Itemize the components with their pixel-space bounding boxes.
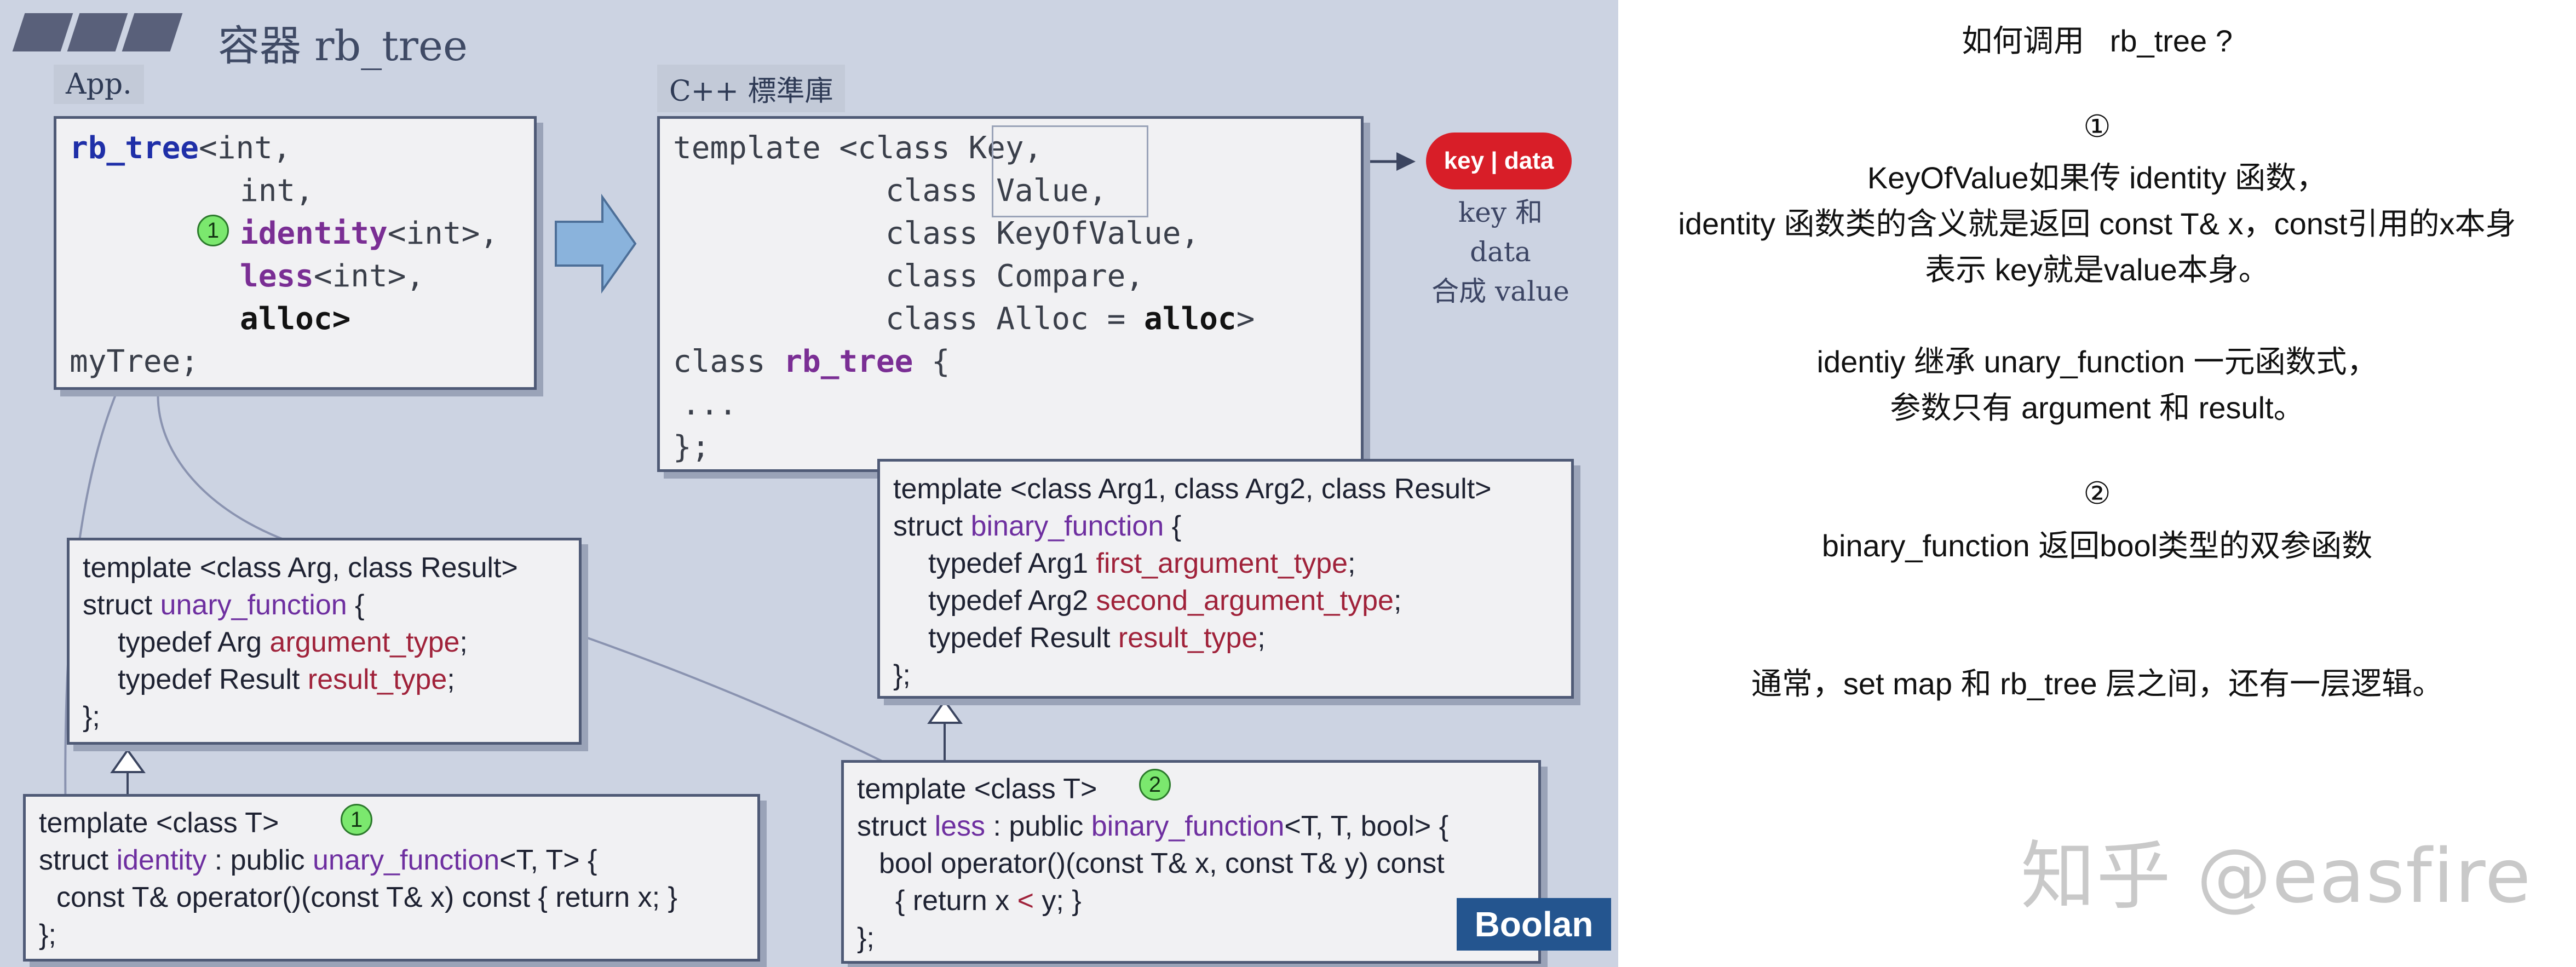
key-arrow-head-icon <box>1396 152 1416 171</box>
lib-line-7: ... <box>682 387 738 422</box>
identity-line-3: const T& operator()(const T& x) const { … <box>56 882 677 913</box>
zhihu-watermark: 知乎 @easfire <box>2021 833 2532 920</box>
app-tag: App. <box>54 65 144 104</box>
notes-para-6: binary_function 返回bool类型的双参函数 <box>1821 528 2373 563</box>
notes-para-2: identity 函数类的含义就是返回 const T& x，const引用的x… <box>1678 206 2516 241</box>
notes-para-5: 参数只有 argument 和 result。 <box>1890 390 2304 425</box>
less-box: template <class T> struct less : public … <box>841 760 1541 964</box>
less-line-1: template <class T> <box>857 773 1097 805</box>
notes-para-3: 表示 key就是value本身。 <box>1925 252 2269 287</box>
binary-line-3: typedef Arg1 first_argument_type; <box>928 548 1356 579</box>
notes-marker-2: ② <box>2083 476 2111 510</box>
unary-function-box: template <class Arg, class Result> struc… <box>67 538 582 745</box>
binary-line-5: typedef Result result_type; <box>928 622 1266 654</box>
app-line-2: int, <box>240 173 314 209</box>
slide-title: 容器 rb_tree <box>218 21 468 70</box>
app-line-4: less<int>, <box>240 258 425 294</box>
binary-line-4: typedef Arg2 second_argument_type; <box>928 585 1402 617</box>
key-data-note: key 和 data 合成 value <box>1431 197 1569 307</box>
notes-marker-1: ① <box>2083 109 2111 143</box>
unary-line-5: }; <box>83 701 100 733</box>
app-line-3: identity<int>, <box>240 216 499 251</box>
big-arrow-icon <box>555 193 637 294</box>
binary-line-1: template <class Arg1, class Arg2, class … <box>893 473 1492 505</box>
identity-line-4: }; <box>39 919 56 951</box>
unary-line-4: typedef Result result_type; <box>118 664 455 695</box>
app-code-box: rb_tree<int, int, identity<int>, less<in… <box>54 116 537 390</box>
marker-1-identity: 1 <box>341 804 372 836</box>
unary-line-1: template <class Arg, class Result> <box>83 552 518 584</box>
key-value-highlight <box>992 125 1148 217</box>
boolan-logo: Boolan <box>1457 898 1611 951</box>
lib-line-2: class Value, <box>886 173 1107 209</box>
identity-line-1: template <class T> <box>39 807 279 839</box>
less-line-4: { return x < y; } <box>895 885 1082 917</box>
binary-line-2: struct binary_function { <box>893 510 1182 542</box>
inherit-arrow-unary-icon <box>110 748 146 801</box>
marker-1-app: 1 <box>197 215 229 246</box>
binary-line-6: }; <box>893 659 911 691</box>
lib-line-8: }; <box>673 429 710 465</box>
identity-line-2: struct identity : public unary_function<… <box>39 844 597 876</box>
less-line-5: }; <box>857 922 875 954</box>
lib-line-4: class Compare, <box>886 258 1145 294</box>
key-data-badge: key | data <box>1426 133 1572 189</box>
lib-line-3: class KeyOfValue, <box>886 216 1200 251</box>
unary-line-2: struct unary_function { <box>83 589 365 621</box>
inherit-arrow-binary-icon <box>927 699 963 761</box>
notes-panel: 如何调用 rb_tree ? ① KeyOfValue如果传 identity … <box>1618 0 2576 967</box>
less-line-2: struct less : public binary_function<T, … <box>857 810 1449 842</box>
notes-para-4: identiy 继承 unary_function 一元函数式， <box>1816 344 2378 379</box>
marker-2-less: 2 <box>1139 769 1171 801</box>
lib-tag: C++ 標準庫 <box>657 65 846 112</box>
notes-title: 如何调用 rb_tree ? <box>1962 24 2233 58</box>
notes-para-1: KeyOfValue如果传 identity 函数， <box>1867 160 2327 195</box>
lecture-slide: 容器 rb_tree App. C++ 標準庫 rb_tree<int, int… <box>0 0 1618 967</box>
lib-line-5: class Alloc = alloc> <box>886 301 1255 337</box>
app-line-1: rb_tree<int, <box>70 130 291 166</box>
app-line-6: myTree; <box>70 344 199 379</box>
app-line-5: alloc> <box>240 301 351 337</box>
lib-line-6: class rb_tree { <box>673 344 950 379</box>
lib-code-box: template <class Key, class Value, class … <box>657 116 1364 472</box>
less-line-3: bool operator()(const T& x, const T& y) … <box>879 848 1445 879</box>
unary-line-3: typedef Arg argument_type; <box>118 626 468 658</box>
lib-line-1: template <class Key, <box>673 130 1043 166</box>
identity-box: template <class T> struct identity : pub… <box>23 794 760 962</box>
notes-para-7: 通常，set map 和 rb_tree 层之间，还有一层逻辑。 <box>1751 666 2443 701</box>
binary-function-box: template <class Arg1, class Arg2, class … <box>877 459 1574 699</box>
